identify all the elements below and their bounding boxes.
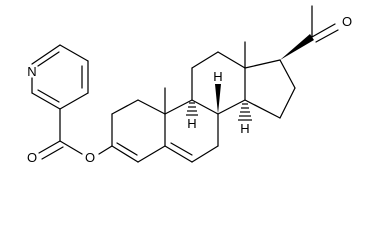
c8-hydrogen-label: H	[213, 69, 222, 84]
bond	[315, 29, 339, 43]
bond	[111, 99, 139, 115]
nitrogen-label: N	[27, 64, 36, 79]
bond	[191, 99, 219, 115]
molecule-structure: N O O	[27, 5, 352, 165]
bond	[191, 51, 219, 69]
bond	[59, 92, 89, 110]
molecule-diagram: N O O	[27, 5, 352, 165]
bond	[31, 44, 61, 65]
ester-oxygen-label: O	[85, 150, 95, 165]
angular-methyls	[164, 41, 246, 115]
bond	[244, 99, 281, 119]
ring-a	[111, 99, 166, 163]
bond	[217, 99, 246, 115]
wedge-bond	[215, 84, 221, 114]
bond	[116, 142, 138, 156]
stereo-hydrogens: H H H	[186, 69, 252, 136]
bond	[98, 145, 113, 155]
bond	[137, 145, 166, 163]
ester-linkage	[38, 108, 113, 160]
bond	[217, 51, 246, 69]
ketone-oxygen-label: O	[342, 14, 352, 29]
bond	[311, 23, 336, 38]
bond	[279, 59, 296, 89]
hashed-bond	[238, 103, 252, 121]
ester-carbonyl-oxygen-label: O	[27, 150, 37, 165]
bond	[191, 145, 219, 163]
bond	[170, 142, 193, 156]
bond	[37, 89, 60, 103]
ring-b	[164, 99, 219, 163]
bond	[31, 92, 61, 110]
bond	[111, 145, 139, 163]
bond	[279, 87, 296, 119]
bond	[164, 99, 193, 115]
wedge-bond	[280, 34, 314, 60]
bond	[244, 59, 281, 69]
pyridine-ring	[31, 44, 89, 110]
c9-hydrogen-label: H	[187, 116, 196, 131]
hashed-bond	[186, 102, 198, 116]
bond	[37, 51, 60, 67]
c14-hydrogen-label: H	[240, 121, 249, 136]
bond	[59, 140, 83, 155]
bond	[41, 146, 64, 160]
acetyl-group	[280, 5, 339, 60]
bond	[38, 140, 61, 154]
ring-d	[244, 59, 296, 119]
ring-c	[191, 51, 246, 115]
bond	[137, 99, 166, 115]
bond	[59, 44, 89, 62]
bond	[164, 145, 193, 163]
